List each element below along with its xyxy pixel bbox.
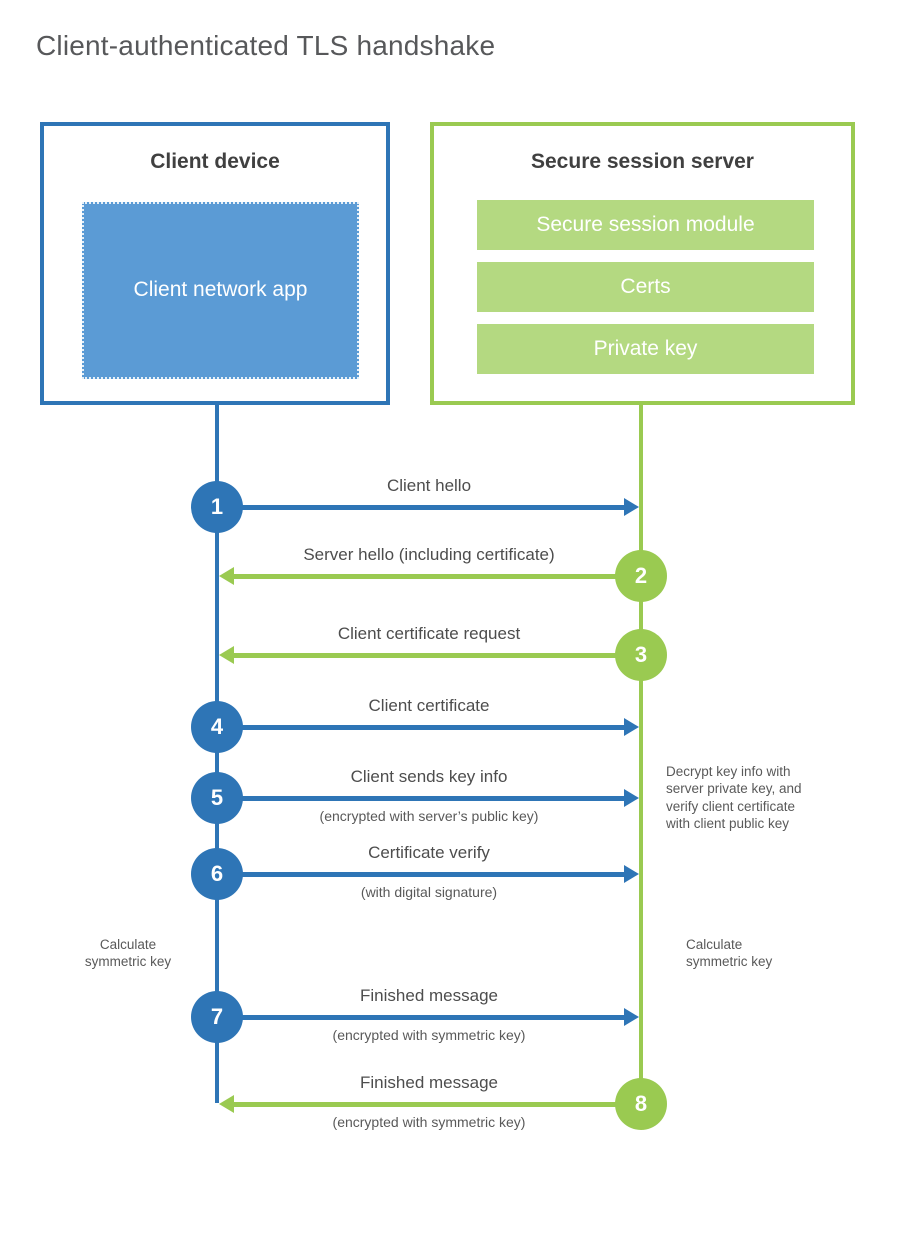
message-sublabel: (encrypted with server’s public key) [319, 808, 539, 824]
message-arrow-shaft [241, 725, 624, 730]
decrypt-note: Decrypt key info with server private key… [666, 764, 802, 831]
message-sublabel: (encrypted with symmetric key) [332, 1027, 526, 1043]
server-module-bar: Secure session module [477, 200, 814, 250]
arrowhead-right-icon [624, 789, 639, 807]
step-circle: 8 [615, 1078, 667, 1130]
secure-session-server-box: Secure session server Secure session mod… [430, 122, 855, 405]
calculate-symmetric-key-server: Calculate symmetric key [686, 937, 773, 970]
server-module-bar: Private key [477, 324, 814, 374]
step-circle: 6 [191, 848, 243, 900]
secure-session-server-title: Secure session server [531, 150, 754, 173]
step-circle: 7 [191, 991, 243, 1043]
arrowhead-right-icon [624, 718, 639, 736]
arrowhead-right-icon [624, 1008, 639, 1026]
step-circle: 4 [191, 701, 243, 753]
arrowhead-right-icon [624, 865, 639, 883]
server-lifeline [639, 403, 643, 1106]
client-network-app-box: Client network app [82, 202, 359, 379]
arrowhead-left-icon [219, 646, 234, 664]
client-network-app-label: Client network app [133, 278, 308, 302]
client-lifeline [215, 403, 219, 1103]
message-label: Client certificate request [337, 624, 521, 643]
client-device-box: Client device Client network app [40, 122, 390, 405]
arrowhead-right-icon [624, 498, 639, 516]
arrowhead-left-icon [219, 1095, 234, 1113]
message-label: Finished message [360, 986, 498, 1005]
step-circle: 2 [615, 550, 667, 602]
message-arrow-shaft [241, 796, 624, 801]
calculate-symmetric-key-client: Calculate symmetric key [84, 937, 172, 970]
message-arrow-shaft [241, 505, 624, 510]
step-circle: 1 [191, 481, 243, 533]
arrowhead-left-icon [219, 567, 234, 585]
step-circle: 3 [615, 629, 667, 681]
message-label: Server hello (including certificate) [303, 545, 555, 564]
message-label: Client hello [386, 476, 472, 495]
message-label: Finished message [360, 1073, 498, 1092]
message-arrow-shaft [234, 1102, 617, 1107]
step-circle: 5 [191, 772, 243, 824]
message-sublabel: (encrypted with symmetric key) [332, 1114, 526, 1130]
message-arrow-shaft [241, 1015, 624, 1020]
message-arrow-shaft [234, 574, 617, 579]
message-label: Certificate verify [368, 843, 490, 862]
server-module-bar: Certs [477, 262, 814, 312]
client-device-title: Client device [150, 150, 280, 173]
message-sublabel: (with digital signature) [360, 884, 498, 900]
message-label: Client sends key info [350, 767, 508, 786]
message-label: Client certificate [368, 696, 490, 715]
message-arrow-shaft [241, 872, 624, 877]
page-title: Client-authenticated TLS handshake [36, 30, 496, 61]
message-arrow-shaft [234, 653, 617, 658]
